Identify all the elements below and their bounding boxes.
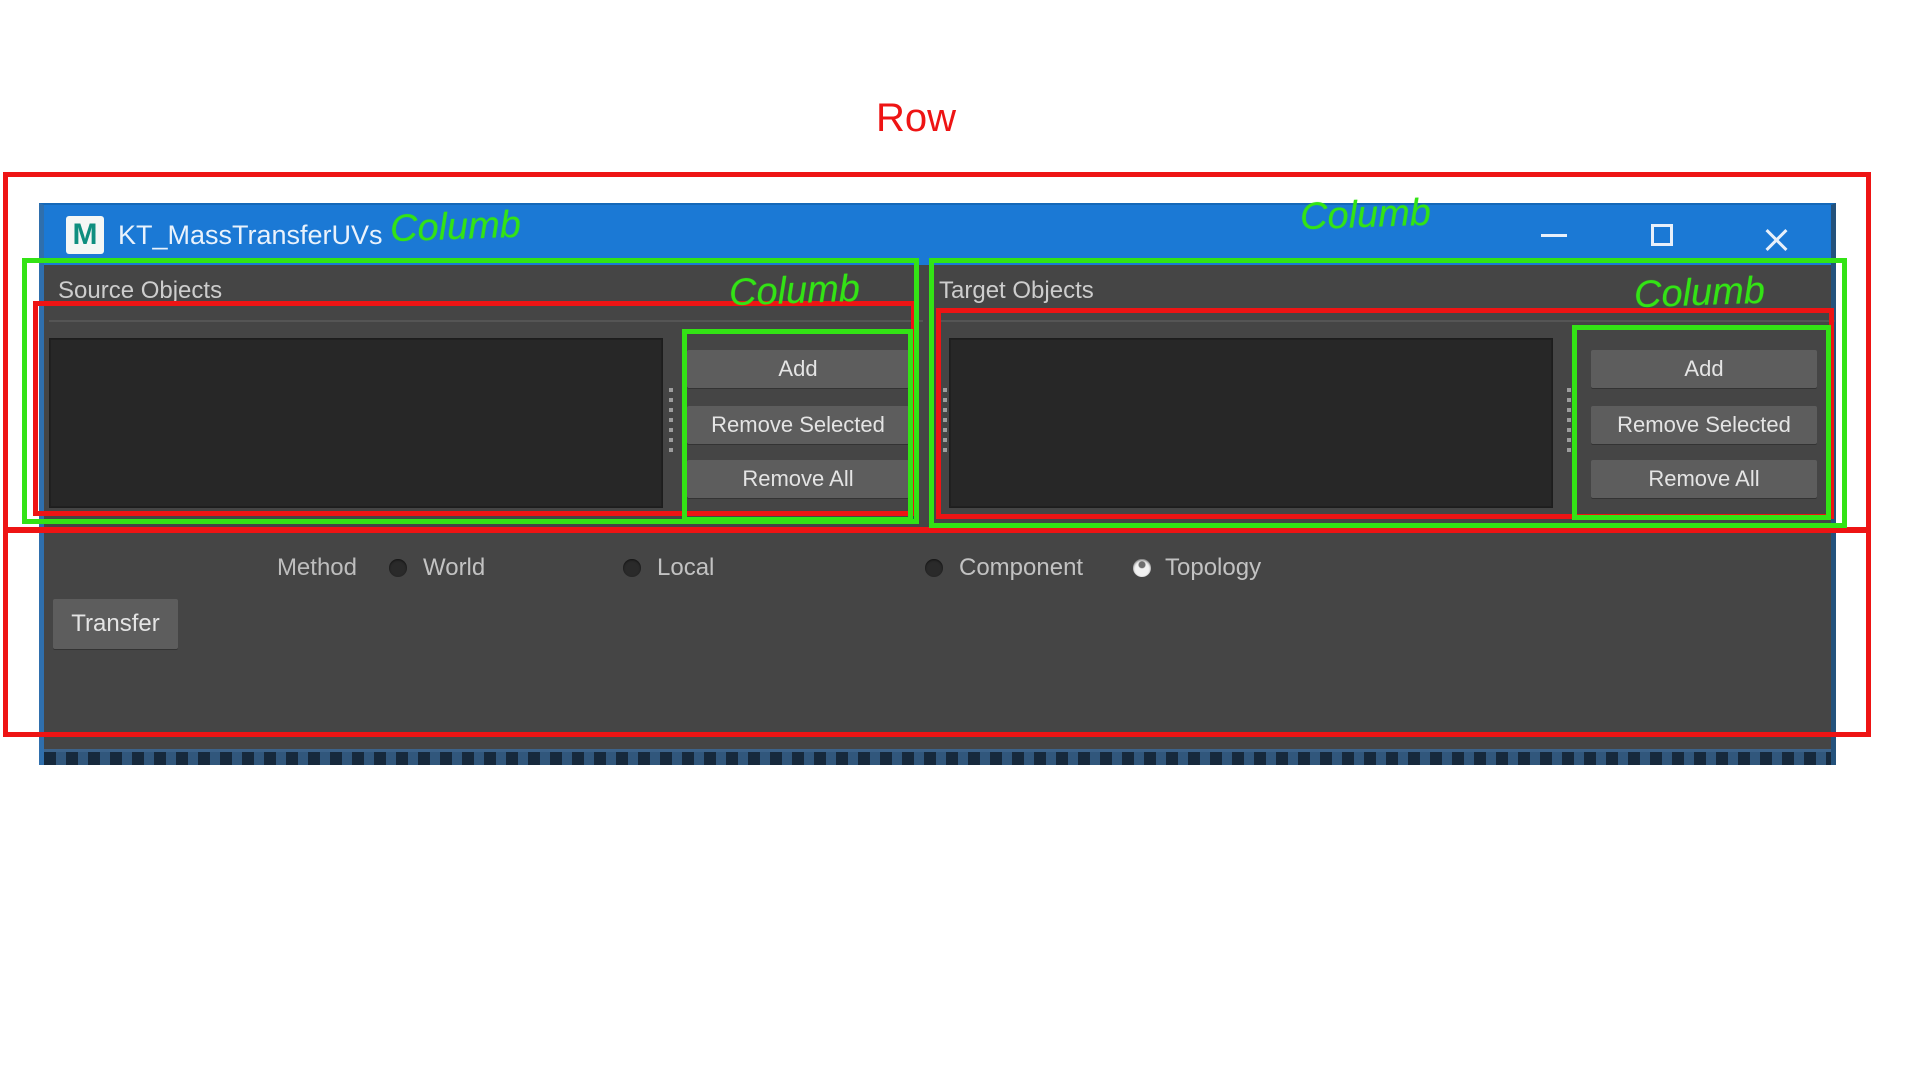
- main-splitter-handle[interactable]: [943, 388, 947, 456]
- radio-world[interactable]: [389, 559, 407, 577]
- source-red-annotation-box: [33, 301, 916, 516]
- radio-component-label[interactable]: Component: [959, 554, 1084, 581]
- target-column-annotation-box: [929, 258, 1847, 528]
- maximize-icon: [1651, 224, 1673, 246]
- radio-local[interactable]: [623, 559, 641, 577]
- radio-world-label[interactable]: World: [423, 554, 486, 581]
- target-remove-all-button[interactable]: Remove All: [1591, 460, 1817, 498]
- row-annotation-label: Row: [876, 96, 957, 140]
- source-column-annotation-box: [22, 258, 919, 524]
- column-annotation-label-titlebar-right: Columb: [1299, 191, 1432, 239]
- window-bottom-resize-grip[interactable]: [44, 749, 1831, 765]
- source-objects-list[interactable]: [49, 338, 663, 508]
- source-panel-separator: [49, 320, 923, 322]
- radio-component[interactable]: [925, 559, 943, 577]
- column-annotation-label-target-buttons: Columb: [1633, 269, 1766, 317]
- target-add-button[interactable]: Add: [1591, 350, 1817, 388]
- radio-topology-label[interactable]: Topology: [1165, 554, 1262, 581]
- maya-app-icon: M: [66, 216, 104, 254]
- source-remove-selected-button[interactable]: Remove Selected: [687, 406, 909, 444]
- source-splitter-handle[interactable]: [669, 388, 673, 456]
- minimize-button[interactable]: [1529, 205, 1579, 265]
- source-buttons-annotation-box: [682, 329, 913, 522]
- source-remove-all-button[interactable]: Remove All: [687, 460, 909, 498]
- target-objects-list[interactable]: [949, 338, 1553, 508]
- source-add-button[interactable]: Add: [687, 350, 909, 388]
- target-buttons-annotation-box: [1572, 325, 1831, 520]
- transfer-button[interactable]: Transfer: [53, 599, 178, 649]
- column-annotation-label-titlebar: Columb: [389, 203, 522, 251]
- target-splitter-handle[interactable]: [1567, 388, 1571, 456]
- maximize-button[interactable]: [1637, 205, 1687, 265]
- window-title: KT_MassTransferUVs: [118, 220, 383, 250]
- radio-topology[interactable]: [1133, 559, 1151, 577]
- column-annotation-label-source-buttons: Columb: [728, 267, 861, 315]
- window-titlebar[interactable]: M KT_MassTransferUVs: [44, 205, 1831, 265]
- row-annotation-box-bottom: [3, 528, 1871, 737]
- radio-local-label[interactable]: Local: [657, 554, 715, 581]
- source-objects-label: Source Objects: [58, 277, 223, 304]
- target-remove-selected-button[interactable]: Remove Selected: [1591, 406, 1817, 444]
- method-label: Method: [276, 554, 357, 581]
- target-objects-label: Target Objects: [939, 277, 1094, 304]
- target-red-annotation-box: [936, 308, 1834, 519]
- app-window: M KT_MassTransferUVs Source Objects Targ…: [39, 203, 1836, 765]
- target-panel-separator: [939, 320, 1835, 322]
- minimize-icon: [1541, 233, 1567, 237]
